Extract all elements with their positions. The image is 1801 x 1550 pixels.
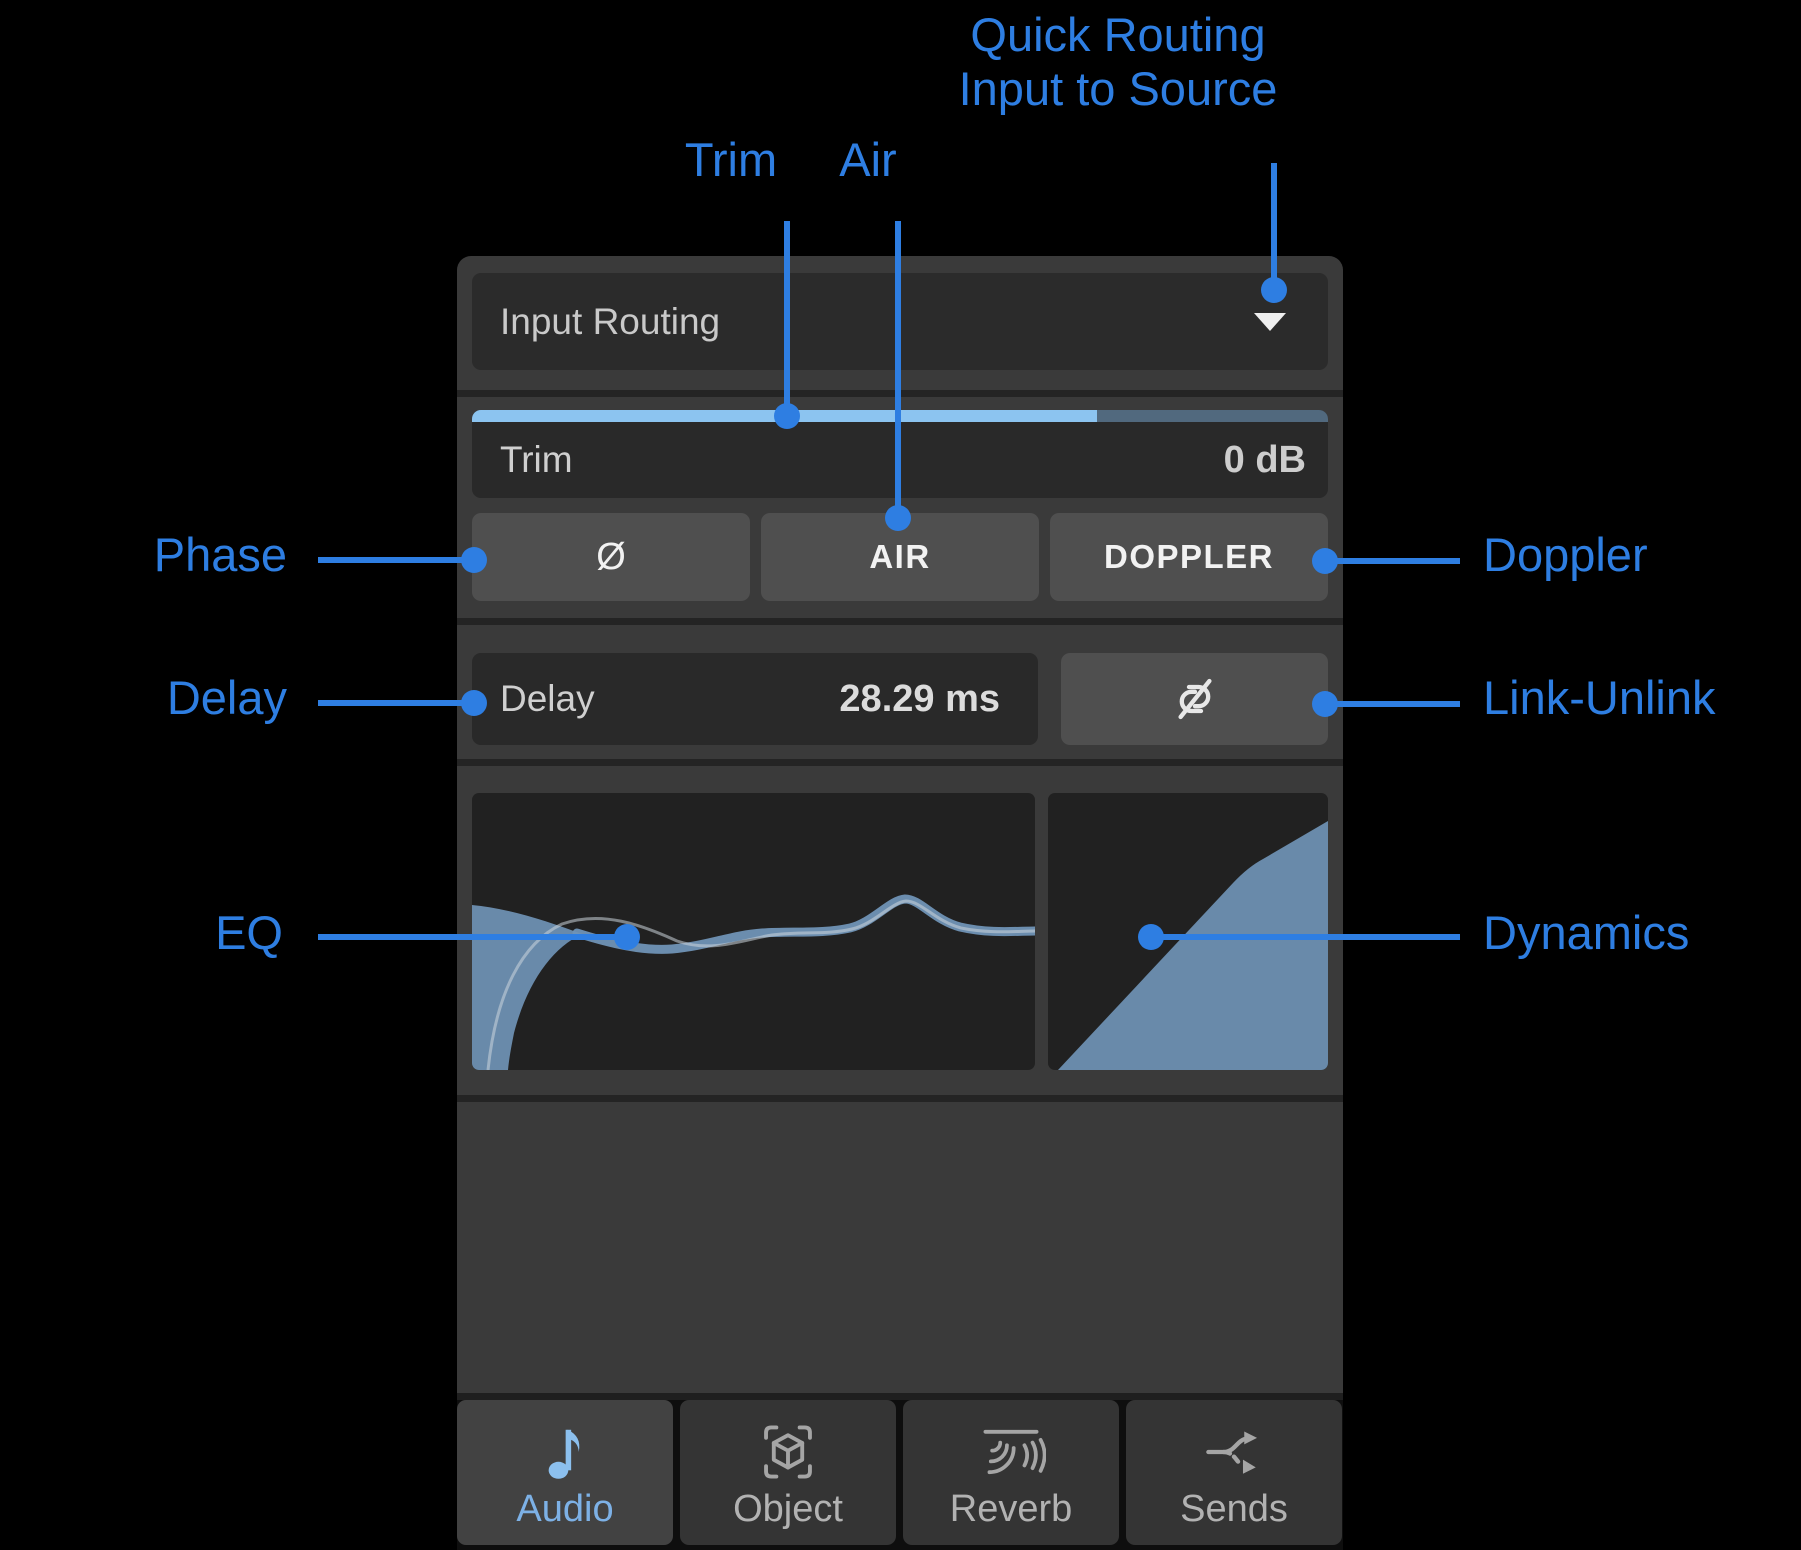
air-button-label: AIR [869,538,931,575]
dynamics-callout-line [1151,934,1460,940]
tab-bar-divider [457,1393,1343,1400]
doppler-callout: Doppler [1483,528,1648,581]
quick-routing-caret-icon[interactable] [1254,313,1286,331]
delay-value: 28.29 ms [839,677,1000,720]
air-callout-line [895,221,901,518]
eq-curve [472,894,1035,1070]
tab-sends-label: Sends [1180,1488,1288,1530]
trim-label: Trim [500,439,573,480]
eq-callout: EQ [215,906,283,959]
music-note-icon [548,1416,582,1488]
phase-button-label: Ø [596,535,626,578]
link-unlink-button[interactable] [1061,653,1328,745]
dynamics-curve [1058,821,1328,1070]
delay-label: Delay [500,678,595,719]
tab-object[interactable]: Object [680,1400,896,1545]
trim-callout-dot [774,403,800,429]
trim-callout-line [784,221,790,416]
delay-callout-line [318,700,474,706]
phase-callout-dot [461,547,487,573]
section-divider [457,759,1343,766]
doppler-callout-line [1325,558,1460,564]
doppler-button[interactable]: DOPPLER [1050,513,1328,601]
dynamics-thumbnail[interactable] [1048,793,1328,1070]
link-unlink-callout-dot [1312,691,1338,717]
trim-value: 0 dB [1223,438,1306,481]
link-unlink-callout: Link-Unlink [1483,671,1716,724]
doppler-callout-dot [1312,548,1338,574]
dynamics-callout-dot [1138,924,1164,950]
reverb-icon [976,1416,1046,1488]
tab-sends[interactable]: Sends [1126,1400,1342,1545]
tab-audio-label: Audio [516,1488,614,1530]
eq-callout-line [318,934,627,940]
quick-routing-callout-line2: Input to Source [958,62,1278,115]
dynamics-callout: Dynamics [1483,906,1690,959]
eq-thumbnail[interactable] [472,793,1035,1070]
tab-reverb-label: Reverb [949,1488,1073,1530]
section-divider [457,1095,1343,1102]
quick-routing-callout: Quick Routing Input to Source [818,8,1418,116]
input-routing-label: Input Routing [500,300,721,342]
eq-callout-dot [614,924,640,950]
broken-link-icon [1177,678,1212,720]
quick-routing-callout-dot [1261,277,1287,303]
air-callout: Air [839,133,897,186]
phase-callout: Phase [153,528,287,581]
doppler-button-label: DOPPLER [1103,538,1275,575]
delay-callout-dot [461,690,487,716]
phase-callout-line [318,557,474,563]
tab-object-label: Object [733,1488,843,1530]
phase-button[interactable]: Ø [472,513,750,601]
sends-arrows-icon [1202,1416,1266,1488]
tab-bar: Audio Object [457,1400,1343,1550]
link-unlink-callout-line [1325,701,1460,707]
trim-row: Trim 0 dB [472,422,1328,498]
object-cube-icon [757,1416,819,1488]
tab-reverb[interactable]: Reverb [903,1400,1119,1545]
tab-audio[interactable]: Audio [457,1400,673,1545]
delay-callout: Delay [166,671,287,724]
quick-routing-callout-line1: Quick Routing [970,8,1266,61]
air-callout-dot [885,505,911,531]
section-divider [457,618,1343,625]
trim-callout: Trim [684,133,778,186]
quick-routing-callout-line [1271,163,1277,290]
delay-field[interactable]: Delay 28.29 ms [472,653,1038,745]
